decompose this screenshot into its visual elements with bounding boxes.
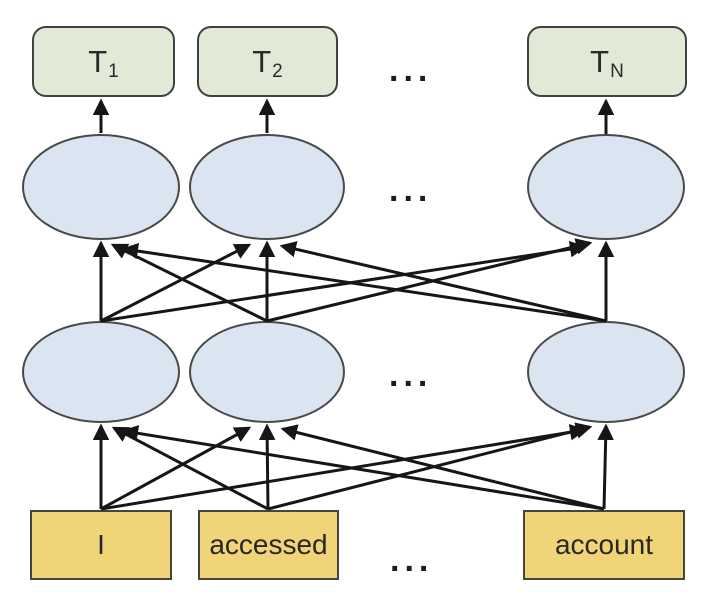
connection-arrow (121, 425, 605, 511)
ellipsis-output-row: ... (389, 51, 433, 89)
arrows-inputs-to-lower (92, 422, 614, 511)
input-word-box-2: accessed (198, 510, 339, 580)
arrows-lower-to-upper (92, 238, 615, 323)
connection-arrow (111, 426, 269, 511)
connection-arrow (100, 243, 252, 323)
output-token-subscript-1: 1 (108, 61, 119, 82)
connection-arrow (100, 240, 587, 323)
hidden-node-upper-1 (22, 134, 180, 240)
output-token-label-2: T (252, 44, 272, 79)
hidden-node-lower-2 (189, 321, 345, 423)
connection-arrow (258, 423, 276, 510)
connection-arrow (100, 424, 587, 511)
input-word-box-1: I (30, 510, 172, 580)
ellipsis-input-row: ... (390, 541, 434, 579)
hidden-node-lower-n (527, 321, 685, 423)
connection-arrow (100, 426, 252, 511)
connection-arrow (266, 238, 593, 323)
connection-arrow (597, 423, 614, 510)
ellipsis-lower-hidden-row: ... (389, 356, 433, 394)
output-token-label-1: T (88, 44, 108, 79)
input-word-box-n: account (523, 510, 685, 580)
connection-arrow (267, 422, 593, 511)
connection-arrow (121, 242, 607, 323)
hidden-node-lower-1 (22, 321, 180, 423)
input-word-label-1: I (97, 529, 105, 560)
output-token-subscript-2: 2 (272, 61, 283, 82)
connection-arrow (279, 241, 607, 323)
output-token-label-n: T (590, 44, 610, 79)
hidden-node-upper-n (527, 134, 685, 240)
connection-arrow (110, 243, 268, 323)
output-token-subscript-n: N (610, 61, 624, 82)
input-word-label-n: account (554, 529, 654, 560)
connection-arrow (280, 424, 605, 511)
hidden-node-upper-2 (189, 134, 345, 240)
ellipsis-upper-hidden-row: ... (389, 171, 433, 209)
arrows-upper-to-outputs (92, 98, 615, 134)
input-word-label-2: accessed (209, 529, 328, 560)
